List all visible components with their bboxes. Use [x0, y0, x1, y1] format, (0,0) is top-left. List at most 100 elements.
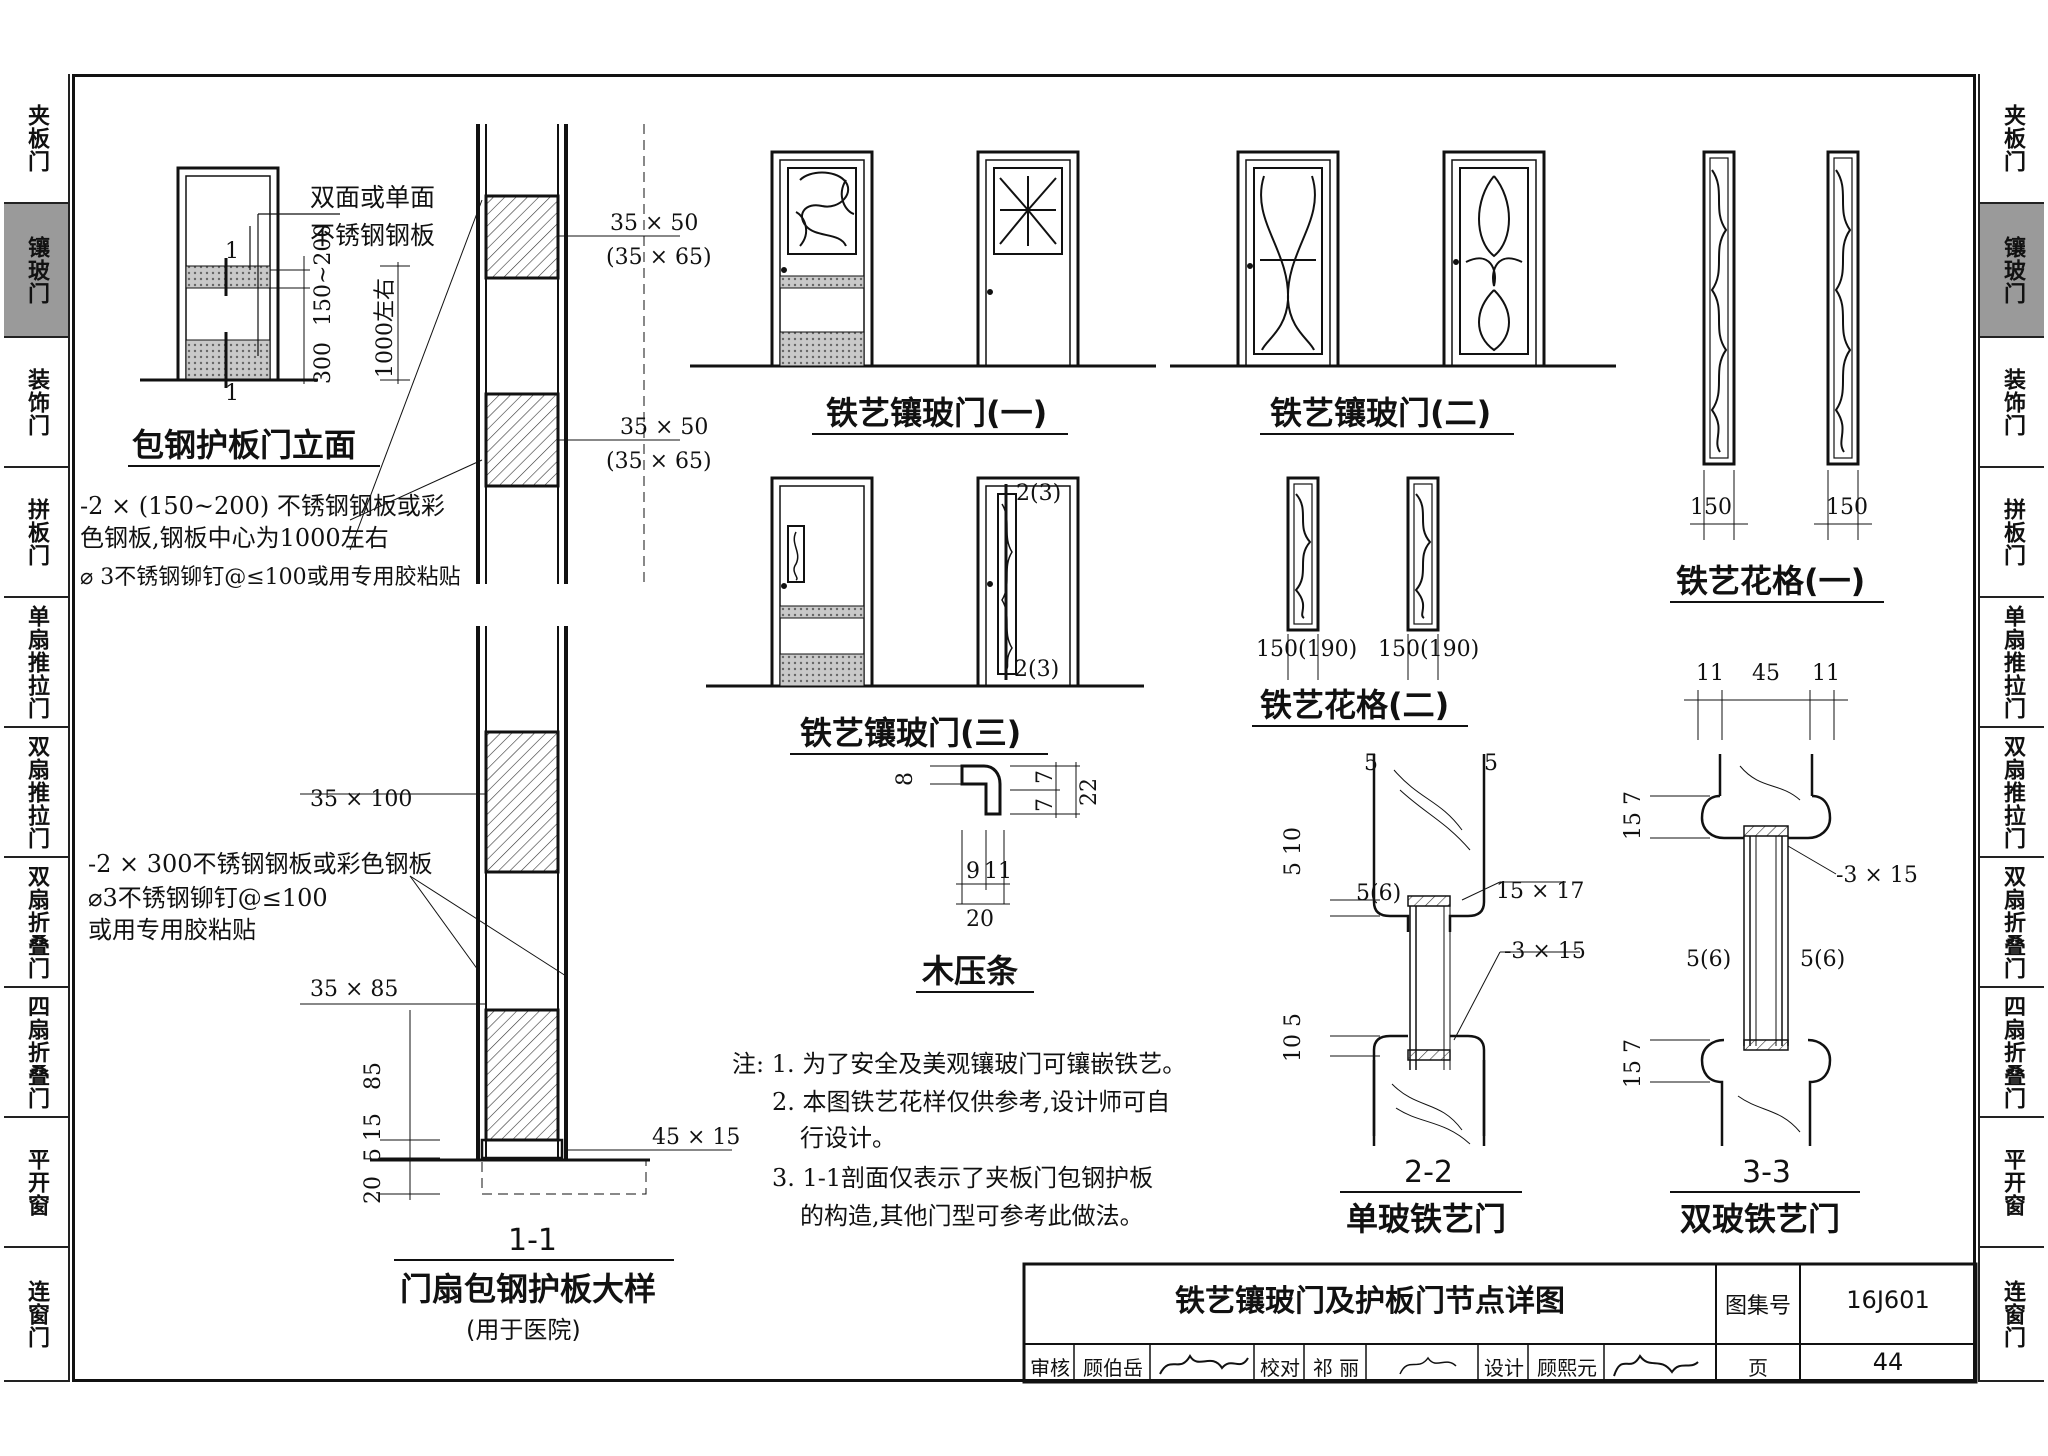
dim-1000: 1000左右: [373, 278, 398, 378]
s22-dim-5-10: 5 10: [1281, 827, 1306, 876]
tab-board-door-right[interactable]: 拼板门: [1978, 468, 2044, 598]
strip-dim-22: 22: [1077, 778, 1102, 806]
strip-dim-7b: 7: [1033, 798, 1058, 812]
section-3-3-number: 3-3: [1742, 1155, 1791, 1190]
tab-board-door[interactable]: 拼板门: [4, 468, 70, 598]
tab-four-folding-right[interactable]: 四扇折叠门: [1978, 988, 2044, 1118]
title-door-1: 铁艺镶玻门(一): [826, 394, 1047, 432]
tab-single-sliding[interactable]: 单扇推拉门: [4, 598, 70, 728]
tab-window-door-right[interactable]: 连窗门: [1978, 1248, 2044, 1382]
title-elevation: 包钢护板门立面: [132, 426, 356, 464]
s33-dim-15-7b: 15 7: [1621, 1039, 1646, 1088]
rail-top-size: 35 × 50: [610, 211, 698, 236]
section-mark-2-3-bottom: 2(3): [1014, 657, 1059, 682]
checker-name: 祁 丽: [1312, 1356, 1360, 1380]
tab-single-sliding-right[interactable]: 单扇推拉门: [1978, 598, 2044, 728]
section-mark-2-3-top: 2(3): [1016, 481, 1061, 506]
note-3: 3. 1-1剖面仅表示了夹板门包钢护板: [772, 1164, 1153, 1192]
page-label: 页: [1748, 1356, 1768, 1380]
tab-glass-door-right[interactable]: 镶玻门: [1978, 204, 2044, 338]
tab-double-sliding[interactable]: 双扇推拉门: [4, 728, 70, 858]
title-section-2-2: 单玻铁艺门: [1346, 1200, 1506, 1238]
tab-double-folding[interactable]: 双扇折叠门: [4, 858, 70, 988]
strip-dim-11: 11: [984, 859, 1012, 884]
dim-150-200: 150~200: [311, 224, 336, 326]
section-1-1-lower: [300, 626, 732, 1200]
review-label: 审核: [1030, 1356, 1070, 1380]
dim-300: 300: [311, 342, 336, 384]
grille1-width-a: 150: [1690, 495, 1732, 520]
s33-dim-11a: 11: [1696, 661, 1724, 686]
strip-dim-20: 20: [966, 907, 994, 932]
s33-dim-5-6b: 5(6): [1800, 947, 1845, 972]
rail-mid-size: 35 × 50: [620, 415, 708, 440]
title-door-2: 铁艺镶玻门(二): [1270, 394, 1491, 432]
rail-top-alt: (35 × 65): [606, 245, 712, 270]
s22-dim-3x15: -3 × 15: [1504, 939, 1586, 964]
section-1-1-number: 1-1: [508, 1223, 557, 1258]
plate-note-line3: ⌀ 3不锈钢铆钉@≤100或用专用胶粘贴: [80, 565, 461, 590]
section-1-1-upper: [349, 124, 680, 584]
plate-note-line2: 色钢板,钢板中心为1000左右: [80, 524, 389, 552]
atlas-label: 图集号: [1724, 1294, 1791, 1319]
s22-dim-5-6: 5(6): [1356, 881, 1401, 906]
strip-dim-7a: 7: [1033, 770, 1058, 784]
note-1: 注: 1. 为了安全及美观镶玻门可镶嵌铁艺。: [732, 1050, 1186, 1078]
grille2-width-a: 150(190): [1256, 637, 1357, 662]
section-3-3: [1650, 690, 1848, 1146]
note-2: 2. 本图铁艺花样仅供参考,设计师可自: [772, 1088, 1170, 1116]
tab-plywood-door-right[interactable]: 夹板门: [1978, 74, 2044, 204]
iron-glass-door-1: [690, 150, 1156, 368]
section-mark-1-top: 1: [225, 239, 239, 264]
title-grille-2: 铁艺花格(二): [1260, 686, 1449, 724]
designer-name: 顾熙元: [1537, 1356, 1597, 1380]
design-label: 设计: [1484, 1356, 1524, 1380]
plate300-line1: -2 × 300不锈钢钢板或彩色钢板: [88, 850, 433, 878]
s33-dim-45: 45: [1752, 661, 1780, 686]
title-section-1-1: 门扇包钢护板大样: [400, 1270, 656, 1308]
iron-glass-door-2: [1170, 150, 1616, 368]
title-section-3-3: 双玻铁艺门: [1680, 1200, 1840, 1238]
rail-mid-alt: (35 × 65): [606, 449, 712, 474]
s33-dim-11b: 11: [1812, 661, 1840, 686]
s33-dim-5-6a: 5(6): [1686, 947, 1731, 972]
tab-casement-window-right[interactable]: 平开窗: [1978, 1118, 2044, 1248]
section-2-2-number: 2-2: [1404, 1155, 1453, 1190]
tab-four-folding[interactable]: 四扇折叠门: [4, 988, 70, 1118]
tab-decor-door[interactable]: 装饰门: [4, 338, 70, 468]
s33-dim-15-7a: 15 7: [1621, 791, 1646, 840]
drawing-title: 铁艺镶玻门及护板门节点详图: [1175, 1284, 1565, 1319]
s22-dim-10-5: 10 5: [1281, 1013, 1306, 1062]
wood-strip-detail: [930, 762, 1080, 905]
tab-double-sliding-right[interactable]: 双扇推拉门: [1978, 728, 2044, 858]
note-2-cont: 行设计。: [800, 1124, 896, 1152]
tab-plywood-door[interactable]: 夹板门: [4, 74, 70, 204]
strip-dim-8: 8: [893, 772, 918, 786]
section-mark-1-bottom: 1: [225, 381, 239, 406]
tab-decor-door-right[interactable]: 装饰门: [1978, 338, 2044, 468]
dim-5-15: 5 15: [361, 1113, 386, 1162]
title-block: [1022, 1262, 1978, 1384]
dim-20: 20: [361, 1176, 386, 1204]
iron-glass-door-3: [706, 476, 1144, 688]
plate-note-line1: -2 × (150~200) 不锈钢钢板或彩: [80, 492, 445, 520]
strip-dim-9: 9: [966, 859, 980, 884]
check-label: 校对: [1260, 1356, 1300, 1380]
tab-glass-door[interactable]: 镶玻门: [4, 204, 70, 338]
plate-label-line1: 双面或单面: [310, 183, 435, 212]
plate-label-line2: 不锈钢钢板: [310, 221, 435, 250]
title-wood-strip: 木压条: [921, 952, 1018, 990]
section-2-2: [1330, 754, 1580, 1146]
page-number: 44: [1872, 1348, 1904, 1376]
rail-35x100: 35 × 100: [310, 787, 412, 812]
atlas-number: 16J601: [1846, 1286, 1930, 1314]
tab-window-door[interactable]: 连窗门: [4, 1248, 70, 1382]
steel-plate-door-elevation: [140, 166, 410, 388]
subtitle-hospital: (用于医院): [466, 1316, 581, 1344]
tab-double-folding-right[interactable]: 双扇折叠门: [1978, 858, 2044, 988]
plate300-line3: 或用专用胶粘贴: [88, 916, 256, 944]
tab-casement-window[interactable]: 平开窗: [4, 1118, 70, 1248]
title-door-3: 铁艺镶玻门(三): [800, 714, 1021, 752]
rail-35x85: 35 × 85: [310, 977, 398, 1002]
